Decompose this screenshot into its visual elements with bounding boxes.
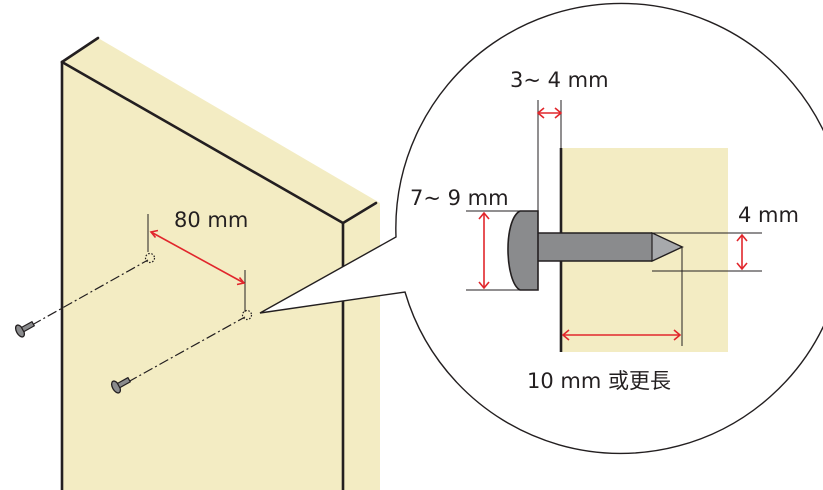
- loose-screw-2: [110, 376, 132, 394]
- hole-2: [241, 309, 253, 321]
- wall-top-edge: [60, 36, 100, 64]
- detail-screw: [507, 210, 684, 291]
- head-gap-dimension: [536, 107, 563, 119]
- insertion-lines: [31, 259, 246, 383]
- loose-screw-1: [14, 320, 36, 338]
- wall-front-face: [62, 62, 343, 490]
- screw-length-dimension: [561, 329, 682, 341]
- hole-spacing-dimension: [149, 229, 246, 286]
- shaft-diameter-label: 4 mm: [738, 203, 799, 227]
- shaft-diameter-dimension: [736, 233, 748, 271]
- screw-holes: [144, 214, 253, 321]
- detail-extension-lines: [466, 100, 762, 346]
- screw-tip: [651, 232, 684, 262]
- screw-length-label: 10 mm 或更長: [527, 369, 671, 393]
- insertion-line-1: [31, 259, 149, 326]
- hole-1: [144, 252, 156, 264]
- wall-panel: [60, 36, 380, 490]
- head-diameter-dimension: [478, 211, 490, 290]
- hole-spacing-label: 80 mm: [174, 208, 248, 232]
- head-gap-label: 3~ 4 mm: [510, 68, 609, 92]
- screw-head: [507, 210, 539, 291]
- insertion-line-2: [127, 316, 246, 383]
- head-diameter-label: 7~ 9 mm: [410, 186, 509, 210]
- wall-side-face: [343, 203, 380, 490]
- wall-top-face: [62, 38, 380, 223]
